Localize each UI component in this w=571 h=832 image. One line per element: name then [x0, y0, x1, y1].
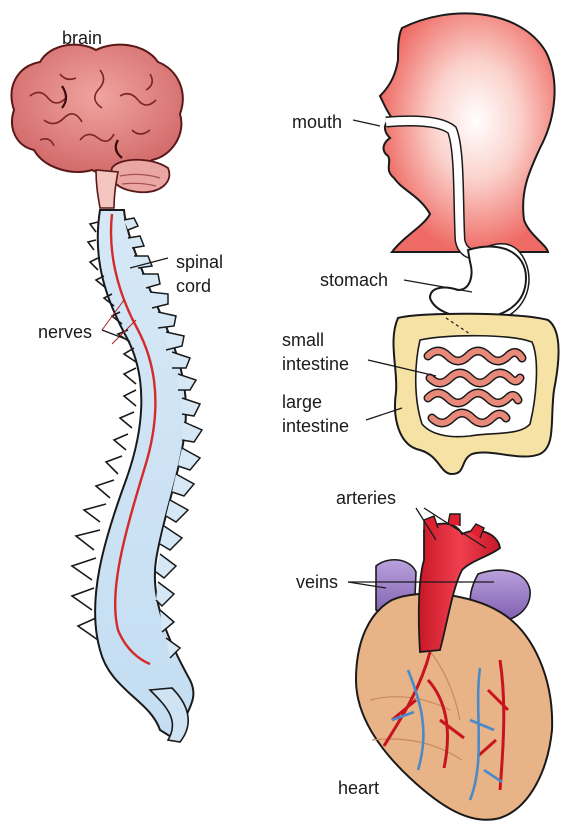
label-large-intestine-line2: intestine [282, 416, 349, 436]
mouth-leader [353, 120, 380, 126]
label-spinal-cord-line1: spinal [176, 252, 223, 272]
head-illustration [380, 13, 555, 252]
heart-illustration [356, 514, 552, 820]
label-stomach: stomach [320, 270, 388, 290]
label-arteries: arteries [336, 488, 396, 508]
label-brain: brain [62, 28, 102, 48]
label-small-intestine-line2: intestine [282, 354, 349, 374]
label-mouth: mouth [292, 112, 342, 132]
label-veins: veins [296, 572, 338, 592]
brain-illustration [12, 45, 183, 208]
label-small-intestine-line1: small [282, 330, 324, 350]
label-large-intestine-line1: large [282, 392, 322, 412]
intestines-illustration [393, 314, 558, 474]
label-heart: heart [338, 778, 379, 798]
label-nerves: nerves [38, 322, 92, 342]
label-spinal-cord-line2: cord [176, 276, 211, 296]
